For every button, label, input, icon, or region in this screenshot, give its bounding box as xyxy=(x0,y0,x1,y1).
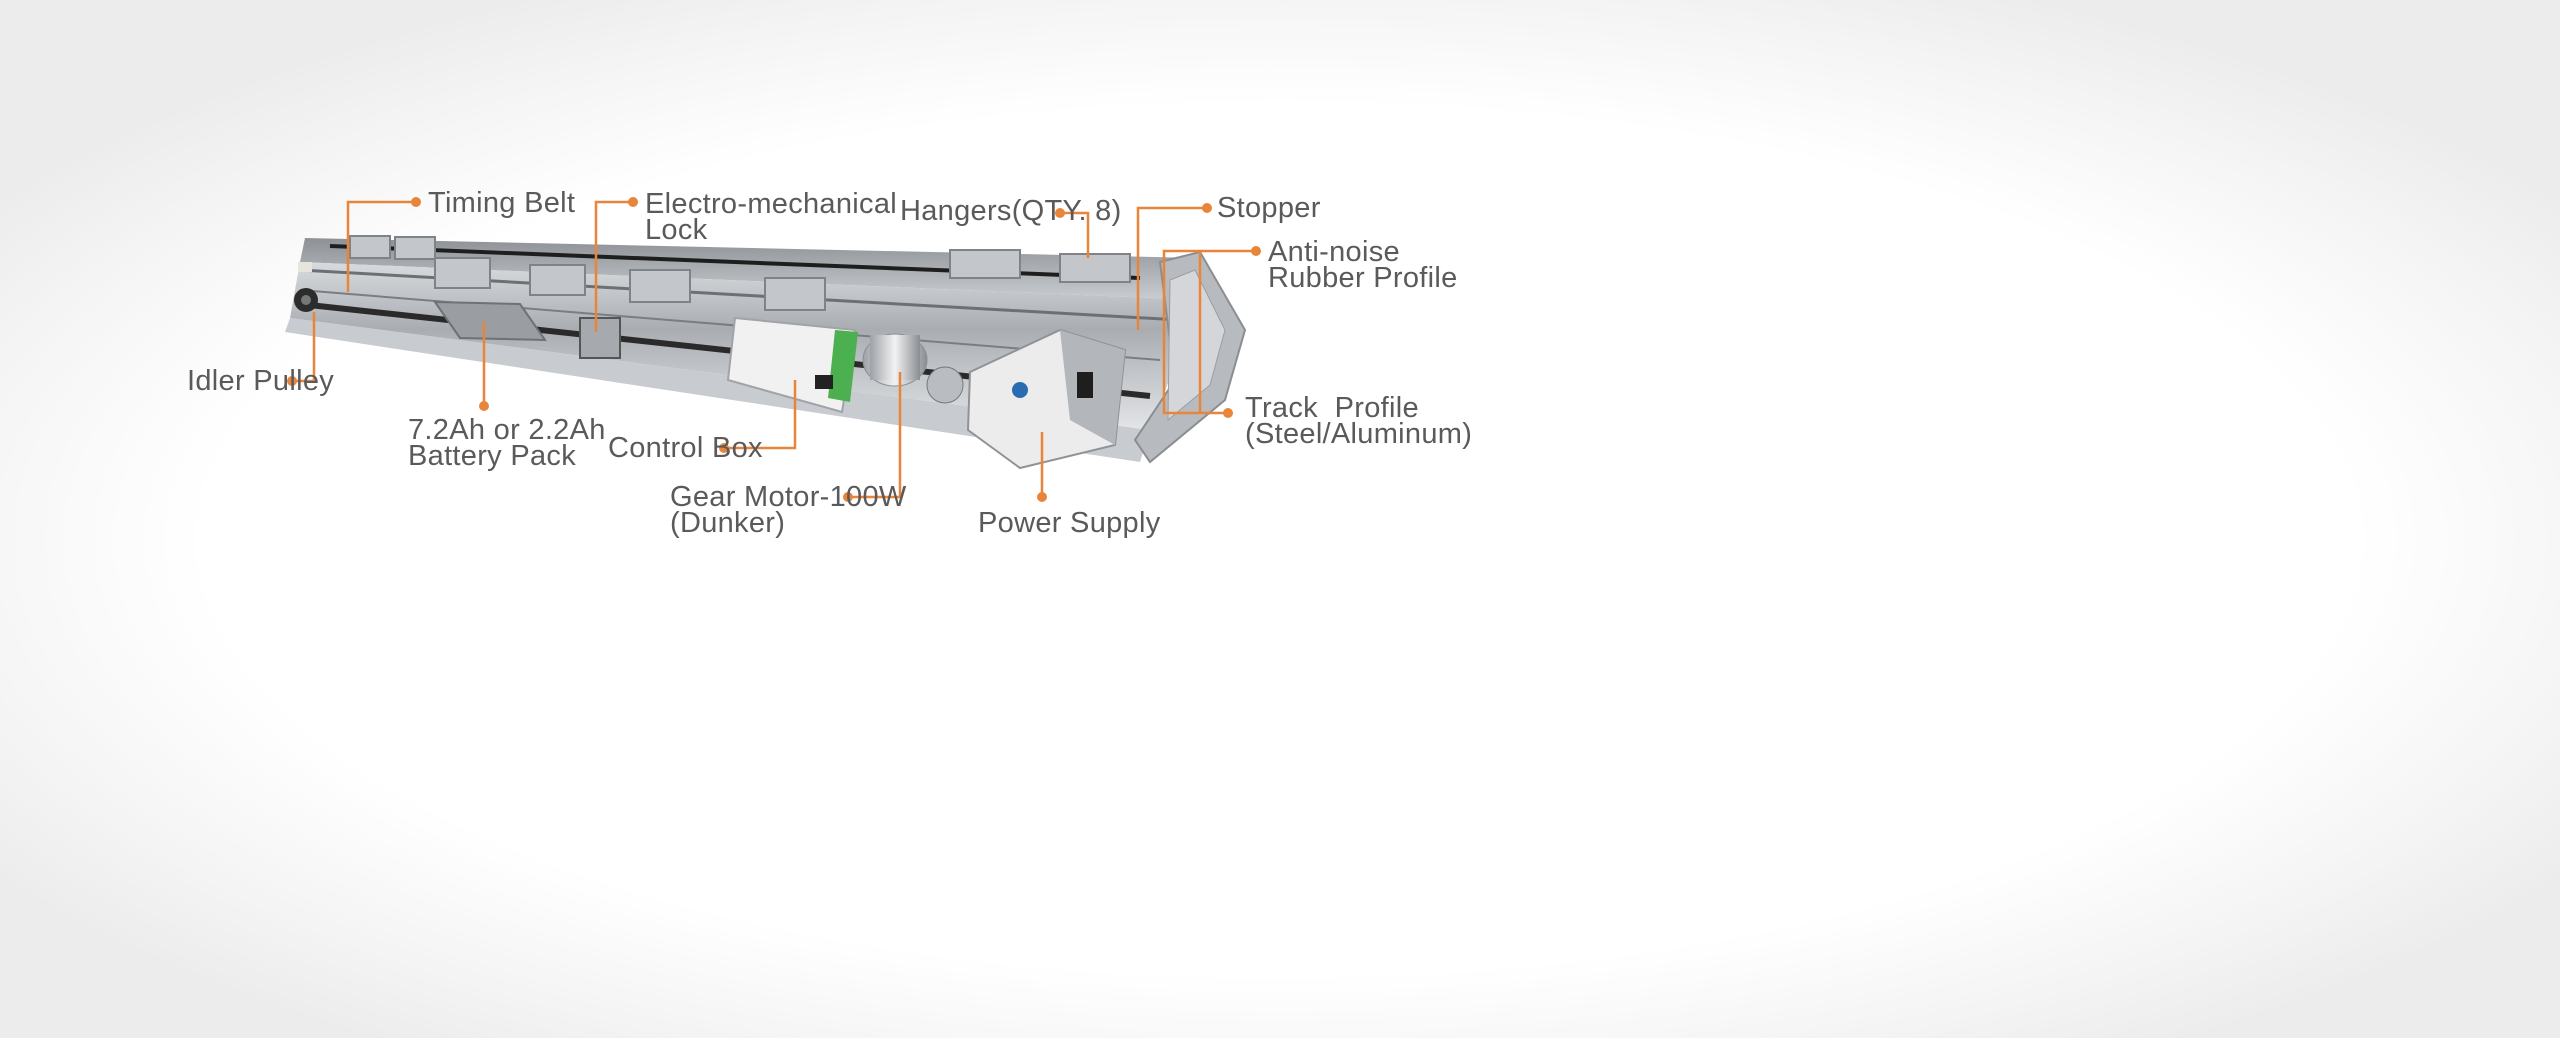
leader-dots xyxy=(287,197,1261,502)
label-timing-belt: Timing Belt xyxy=(428,187,576,219)
label-text: Track Profile xyxy=(1245,392,1419,424)
label-hangers: Hangers(QTY. 8) xyxy=(900,195,1122,227)
label-text: Stopper xyxy=(1217,192,1321,224)
label-control-box: Control Box xyxy=(608,432,763,464)
label-stopper: Stopper xyxy=(1217,192,1321,224)
label-track-profile: Track Profile(Steel/Aluminum) xyxy=(1245,392,1473,450)
label-text: Rubber Profile xyxy=(1268,262,1458,294)
label-text: Lock xyxy=(645,214,708,246)
label-power-supply: Power Supply xyxy=(978,507,1161,539)
battery-pack xyxy=(433,300,547,342)
gear-motor xyxy=(862,333,964,404)
label-text: Battery Pack xyxy=(408,440,576,472)
label-text: Anti-noise xyxy=(1268,236,1400,268)
label-gear-motor: Gear Motor-100W(Dunker) xyxy=(670,481,907,539)
label-text: Gear Motor-100W xyxy=(670,481,907,513)
label-text: 7.2Ah or 2.2Ah xyxy=(408,414,606,446)
control-box xyxy=(726,316,858,414)
label-text: Electro-mechanical xyxy=(645,188,897,220)
idler-pulley xyxy=(294,262,318,312)
leader-lines xyxy=(292,200,1256,499)
label-text: Timing Belt xyxy=(428,187,576,219)
electro-mechanical-lock xyxy=(579,317,621,359)
label-idler-pulley: Idler Pulley xyxy=(187,365,335,397)
label-text: Idler Pulley xyxy=(187,365,335,397)
label-text: Control Box xyxy=(608,432,763,464)
label-text: (Steel/Aluminum) xyxy=(1245,418,1473,450)
label-text: Hangers(QTY. 8) xyxy=(900,195,1122,227)
label-text: (Dunker) xyxy=(670,507,786,539)
power-supply xyxy=(966,328,1127,470)
label-text: Power Supply xyxy=(978,507,1161,539)
hangers xyxy=(349,235,1131,311)
